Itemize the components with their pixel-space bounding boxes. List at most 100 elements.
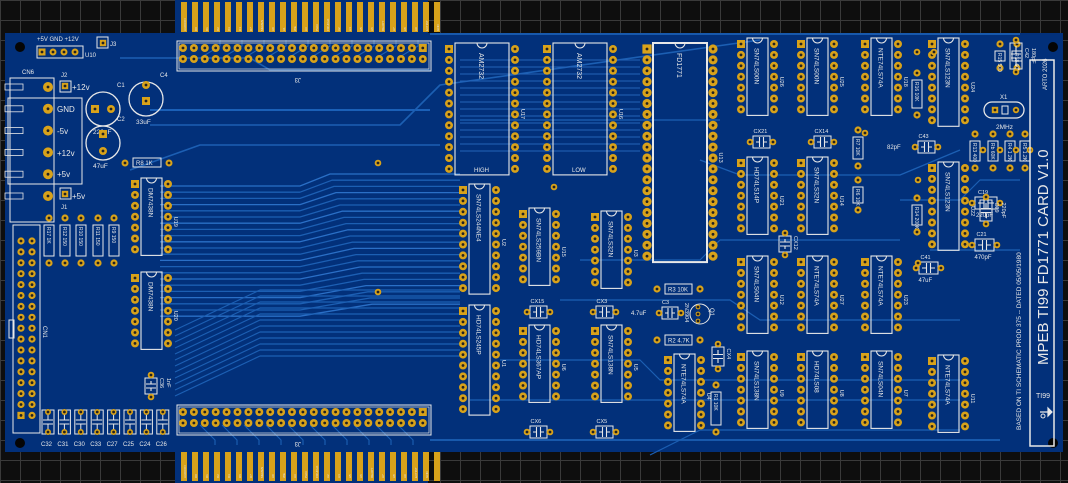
copper-trace <box>174 319 460 361</box>
pad-hole <box>832 86 836 89</box>
copper-trace <box>560 299 960 321</box>
pad-hole <box>772 172 776 176</box>
copper-trace <box>309 424 326 445</box>
connector-j3-bottom: J3 <box>176 404 432 446</box>
chip-outline <box>746 37 769 116</box>
pad-hole <box>133 287 137 291</box>
pin1-notch <box>679 353 690 360</box>
pad-hole <box>268 57 272 61</box>
pad-hole <box>268 421 272 425</box>
chip-ref: U6 <box>560 364 566 371</box>
pad-hole <box>236 410 239 414</box>
pad-hole <box>930 381 934 385</box>
pad-hole <box>666 424 670 427</box>
pin1-notch <box>876 350 887 357</box>
pad-hole <box>739 421 743 424</box>
pad-hole <box>611 102 615 105</box>
pad-hole <box>112 410 115 414</box>
pin1-notch <box>474 183 485 190</box>
pad-hole <box>998 201 1002 205</box>
pad-hole <box>645 102 649 105</box>
pad-hole <box>376 161 380 165</box>
chip-part: SN74LS04N <box>877 361 884 397</box>
capacitor-cx12: CX12 <box>778 229 798 259</box>
pad-hole <box>494 221 498 225</box>
pad-hole <box>225 46 229 50</box>
pad-hole <box>257 57 261 61</box>
pad-hole <box>30 272 34 276</box>
pin1-notch <box>606 324 617 331</box>
pad-hole <box>554 223 558 227</box>
pad-hole <box>593 237 597 241</box>
mounting-hole <box>1048 42 1058 52</box>
bypass-cap-label: C30 <box>74 442 86 448</box>
pad-hole <box>626 259 630 262</box>
pad-hole <box>247 57 250 61</box>
chip-outline <box>746 156 769 235</box>
chip-ref: U8 <box>838 390 844 397</box>
resistor-r7: R7 10K <box>852 126 864 170</box>
pad-hole <box>128 410 132 414</box>
pad-hole <box>552 185 556 189</box>
pad-hole <box>655 338 659 342</box>
copper-trace <box>500 359 960 381</box>
pad-hole <box>645 178 649 182</box>
chip-ref: U26 <box>778 77 784 87</box>
pad-hole <box>167 161 171 165</box>
cap-ref: C19 <box>978 190 988 196</box>
pad-hole <box>645 134 649 138</box>
pad-hole <box>772 260 776 264</box>
pad-hole <box>96 261 100 265</box>
pad-hole <box>30 370 34 374</box>
pad-hole <box>896 260 900 264</box>
edge-bottom-label: CRUCLK <box>315 466 319 478</box>
pad-hole <box>203 46 207 50</box>
pad-hole <box>133 226 137 230</box>
pad-hole <box>144 99 148 103</box>
pad-hole <box>739 293 743 297</box>
cap-value: 470pF <box>975 255 992 261</box>
pad-hole <box>655 287 659 291</box>
pad-hole <box>626 281 630 284</box>
pad-hole <box>19 272 23 276</box>
j1-label: J1 <box>61 205 68 211</box>
pad-hole <box>63 216 67 220</box>
pad-hole <box>645 243 649 247</box>
pad-hole <box>930 118 934 122</box>
pad-hole <box>447 123 451 127</box>
pad-hole <box>832 410 836 413</box>
edge-bottom-label: A2 <box>326 474 330 478</box>
copper-trace <box>160 191 460 206</box>
pad-hole <box>19 381 23 385</box>
pad-hole <box>896 377 900 381</box>
pad-hole <box>809 140 813 144</box>
pad-hole <box>30 348 34 352</box>
pad-hole <box>739 161 743 165</box>
pad-hole <box>963 232 967 235</box>
copper-trace <box>397 424 414 445</box>
edge-top-label: PHI3 <box>315 24 319 31</box>
copper-trace <box>160 266 460 280</box>
chip-part: SN74LS123N <box>944 172 951 212</box>
chip-outline <box>140 177 163 256</box>
bypass-cap-c32: C32 <box>41 409 55 448</box>
pad-hole <box>494 375 498 378</box>
cap-ref: C41 <box>921 255 931 261</box>
pad-hole <box>772 108 776 111</box>
pad-hole <box>593 373 597 376</box>
pad-hole <box>739 194 743 198</box>
pad-hole <box>930 199 934 203</box>
edge-bottom-label: PHI3 <box>304 471 308 478</box>
bypass-cap-c30: C30 <box>74 409 88 448</box>
bypass-cap-label: C33 <box>90 442 102 448</box>
chip-part: NTE74LS74A <box>680 364 687 404</box>
copper-trace <box>160 185 460 200</box>
chip-outline <box>652 42 708 264</box>
pad-hole <box>46 151 50 154</box>
pad-hole <box>290 46 294 50</box>
pad-hole <box>963 166 967 170</box>
bypass-cap-c33: C33 <box>90 409 104 448</box>
pad-hole <box>614 310 618 314</box>
resistor-label: R12 150 <box>61 227 67 246</box>
